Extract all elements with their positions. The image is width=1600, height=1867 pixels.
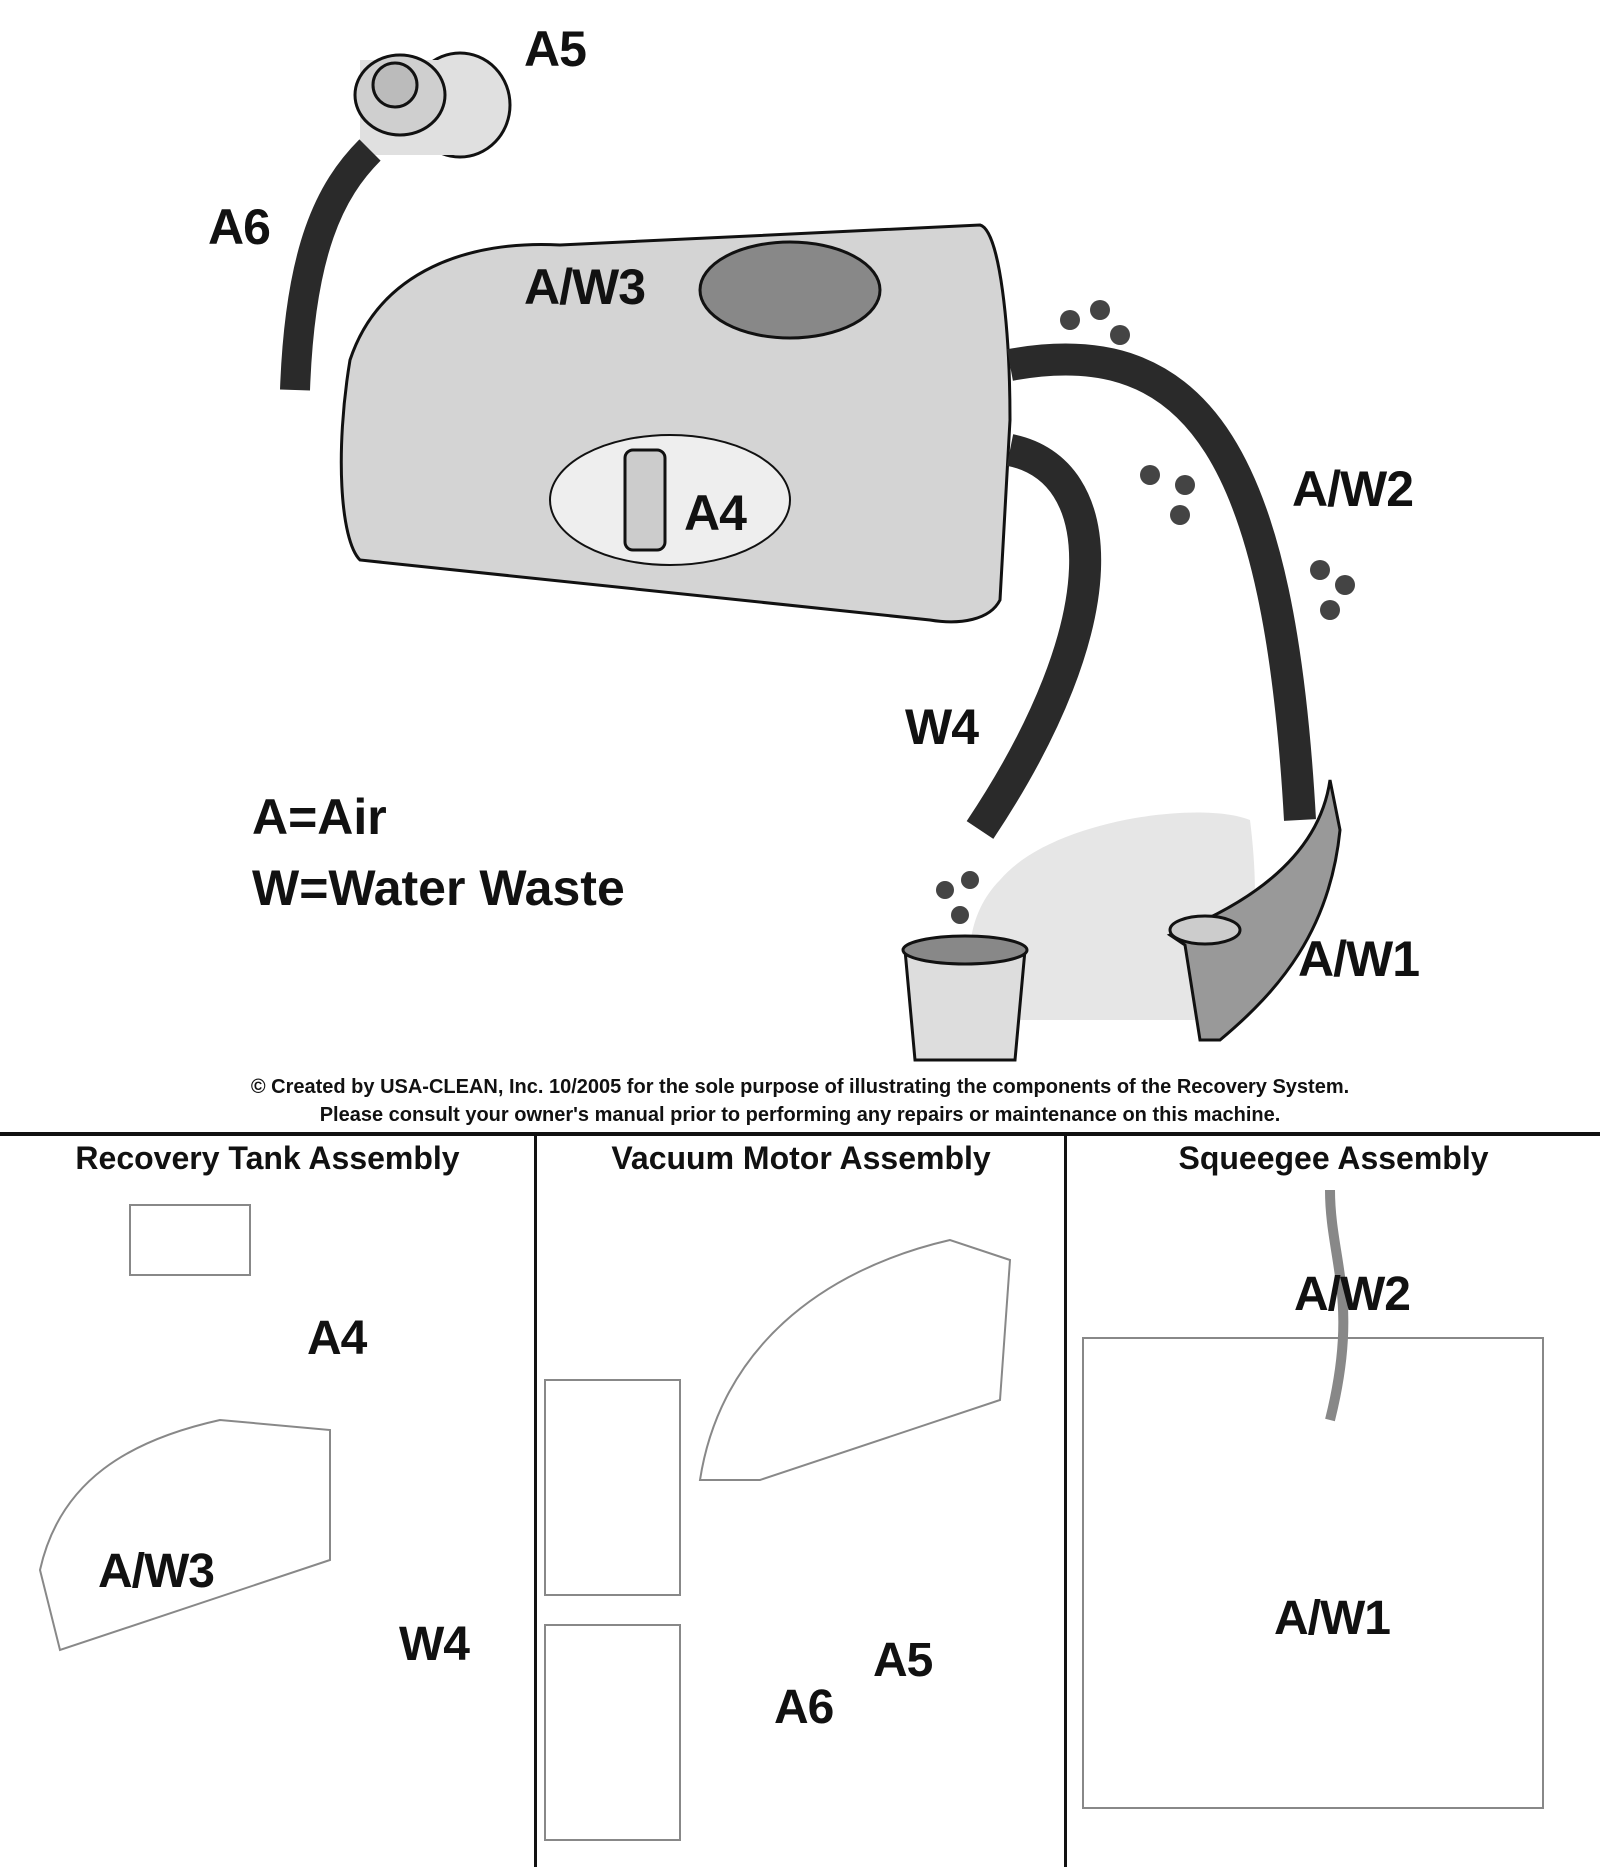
label-a5: A5 [524,21,587,77]
label-aw3: A/W3 [524,259,646,315]
vacuum-motor-drawing [353,51,512,159]
panel-label-aw2: A/W2 [1294,1268,1411,1321]
panel-label-a6: A6 [774,1681,834,1734]
panel-title-squeegee: Squeegee Assembly [1178,1140,1489,1176]
tank-window [549,434,791,566]
float-shutoff-a4 [623,448,667,552]
label-aw1: A/W1 [1298,931,1420,987]
panel-label-a5: A5 [873,1634,933,1687]
panel-label-a4: A4 [307,1312,367,1365]
panel-title-vacuum-motor: Vacuum Motor Assembly [611,1140,991,1176]
panel-label-aw3: A/W3 [98,1545,215,1598]
legend-air: A=Air [252,789,387,845]
caption-line-1: © Created by USA-CLEAN, Inc. 10/2005 for… [250,1076,1350,1098]
label-a6: A6 [208,199,271,255]
label-w4: W4 [905,699,979,755]
hose-a6 [280,139,381,391]
hose-w4 [966,434,1102,839]
caption-line-2: Please consult your owner's manual prior… [319,1104,1281,1126]
water-drops [936,300,1355,924]
legend-water: W=Water Waste [252,860,625,916]
panel-divider [534,1134,537,1867]
horizontal-divider [0,1132,1600,1136]
label-a4: A4 [684,485,747,541]
squeegee-drawing [1166,779,1342,1042]
tank-lid-opening [698,240,882,340]
panel-title-recovery-tank: Recovery Tank Assembly [75,1140,460,1176]
label-aw2: A/W2 [1292,461,1414,517]
panel-label-aw1: A/W1 [1274,1592,1391,1645]
exploded-views [38,1189,1544,1841]
bucket-drawing [903,948,1027,1062]
water-puddle [970,812,1255,1020]
panel-label-w4: W4 [399,1618,470,1671]
panel-divider [1064,1134,1067,1867]
hose-aw2 [1007,343,1316,821]
